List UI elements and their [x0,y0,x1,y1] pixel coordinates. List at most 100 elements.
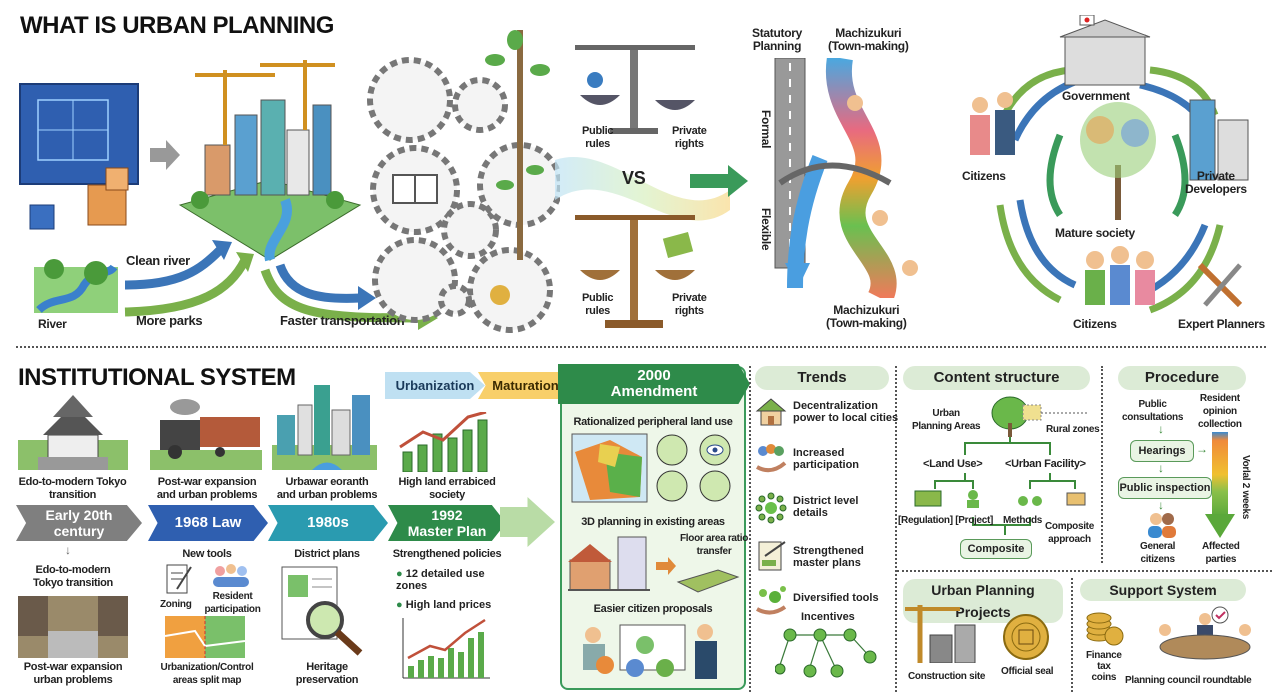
blueprint-icon [19,83,139,230]
planning-council-roundtable-label: Planning council roundtable [1125,675,1252,686]
divider [1071,578,1073,692]
era-1968-law: 1968 Law [148,505,268,541]
scale-top-private-rights: Private rights [672,125,707,150]
district-network-icon [755,492,787,524]
general-citizens: General citizens [1140,541,1176,565]
label-government: Government [1062,89,1130,103]
resident-opinion-collection: Resident opinion collection [1198,393,1242,430]
finance-tax-coins-label: Finance tax coins [1086,650,1122,683]
down-arrow-icon: ↓ [1158,422,1164,436]
resident-group-icon [213,564,249,587]
composite-box: Composite [960,539,1032,559]
col3-sub-caption: Heritage preservation [295,661,359,686]
two-week-period-label: Vorlal 2 weeks [1240,455,1251,519]
label-mature-society: Mature society [1055,226,1135,240]
public-inspection-box: Public inspection [1118,477,1212,499]
official-seal-icon [1003,614,1049,660]
river-icon [34,259,118,313]
urban-facility-label: <Urban Facility> [1005,458,1086,470]
down-arrow-icon: ↓ [1158,461,1164,475]
arrow-right-icon: → [1196,442,1208,456]
label-citizens-bottom: Citizens [1073,317,1117,331]
general-citizens-icon [1148,513,1176,538]
label-machizukuri-bottom: Machizukuri (Town-making) [826,303,907,330]
section-divider [16,346,1266,348]
rural-zones: Rural zones [1046,424,1100,435]
trend-item-3: District level details [793,495,859,519]
bullet-icon: ● [396,599,406,611]
council-roundtable-icon [1159,606,1251,660]
stakeholder-cycle-diagram [970,15,1249,314]
col1-sub-caption: Post-war expansion urban problems [23,661,123,686]
official-seal-label: Official seal [1001,666,1054,677]
zoning-document-icon [166,564,192,594]
citizen-proposals-icon [583,624,717,679]
split-area-map-icon [165,616,245,658]
incentives-tree-diagram [775,628,877,678]
down-arrow-icon: ↓ [1158,498,1164,512]
era-early-20th-century: Early 20th century [16,505,142,541]
divider [1101,366,1103,563]
vs-label: VS [622,168,646,188]
trend-item-2: Increased participation [793,447,860,471]
bullet-text: High land prices [405,599,492,611]
label-more-parks: More parks [136,313,203,328]
magnifier-document-icon [281,566,363,656]
amendment-item-2: 3D planning in existing areas [581,516,725,528]
two-week-period-arrow [1205,432,1235,538]
tool-resident-participation: Resident participation [204,591,261,615]
urban-planning-areas: Urban Planning Areas [912,408,981,432]
participation-hand-icon [756,444,787,473]
phase-maturation: Maturation [478,372,573,399]
incentives-label: Incentives [801,611,855,623]
tools-hand-icon [756,586,787,615]
flow-arrows [124,240,438,330]
scale-bottom-public-rules: Public rules [582,292,614,317]
col4-bullet-1: ● 12 detailed use zones [396,568,485,592]
composite-approach-label: Composite approach [1045,521,1094,545]
tool-zoning: Zoning [160,599,192,610]
regulation-project-label: [Regulation] [Project] [898,515,994,526]
label-river: River [38,317,67,331]
section-title-institutional-system: INSTITUTIONAL SYSTEM [18,364,296,391]
down-arrow-icon: ↓ [65,543,71,557]
rising-bar-chart-icon [399,412,488,472]
master-plan-document-icon [758,541,786,571]
col2-caption: Post-war expansion and urban problems [156,476,258,501]
post-war-street-icon [18,596,128,658]
label-private-developers: Private Developers [1185,169,1247,196]
gears-tree-illustration [367,30,560,333]
divider [897,570,1272,572]
construction-site-icon [905,605,976,663]
bullet-text: 12 detailed use zones [396,568,485,592]
scale-top-public-rules: Public rules [582,125,614,150]
era-1980s: 1980s [268,505,388,541]
timeline-arrow [500,497,555,547]
amendment-item-3: Easier citizen proposals [593,603,713,615]
finance-coins-icon [1086,612,1124,646]
label-formal: Formal [759,110,773,149]
trend-item-4: Strengthened master plans [793,545,864,569]
bullet-icon: ● [396,568,406,580]
house-icon [755,398,787,426]
col4-sub-title: Strengthened policies [392,548,502,560]
amendment-title: 2000 Amendment [558,364,750,404]
support-system-header: Support System [1080,579,1246,601]
col1-sub-title: Edo-to-modern Tokyo transition [33,564,113,589]
urban-planning-projects-header: Urban Planning Projects [903,579,1063,623]
edo-castle-icon [18,395,128,470]
col3-caption: Urbawar eoranth and urban problems [276,476,378,501]
city-skyline-icon [272,385,377,470]
amendment-item-1: Rationalized peripheral land use [573,416,733,428]
steam-train-icon [150,399,262,470]
content-structure-header: Content structure [903,366,1090,390]
trend-item-1: Decentralization power to local cities [793,400,899,424]
affected-parties: Affected parties [1202,541,1240,565]
land-price-chart-icon [402,618,490,679]
scale-bottom-private-rights: Private rights [672,292,707,317]
3d-planning-icon [568,536,740,593]
arrow-right-green-icon [690,165,748,197]
era-1992-master-plan: 1992 Master Plan [388,505,506,541]
label-citizens-left: Citizens [962,169,1006,183]
divider [895,366,897,692]
